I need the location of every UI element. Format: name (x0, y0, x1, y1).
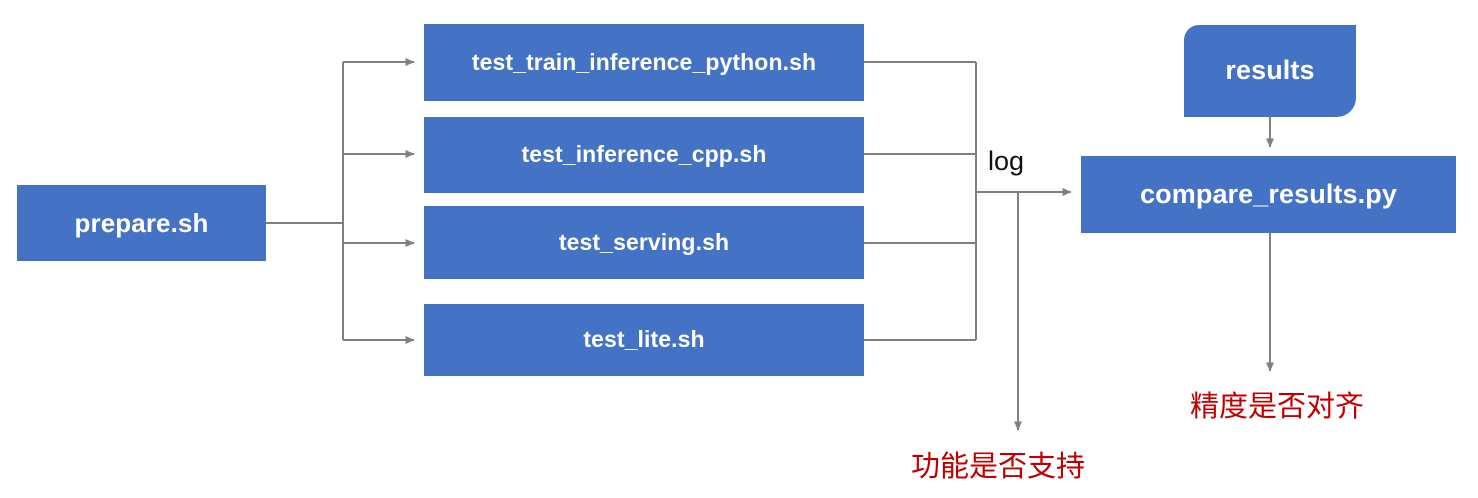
annotation-feature-support: 功能是否支持 (911, 449, 1086, 483)
node-test-inference-cpp-sh[interactable]: test_inference_cpp.sh (424, 117, 864, 193)
node-prepare-sh[interactable]: prepare.sh (17, 185, 266, 261)
edge-label-log: log (988, 146, 1025, 176)
node-compare-results-py[interactable]: compare_results.py (1081, 156, 1456, 233)
node-test-serving-sh[interactable]: test_serving.sh (424, 206, 864, 279)
annotation-accuracy-aligned: 精度是否对齐 (1190, 389, 1365, 423)
node-test-lite-sh[interactable]: test_lite.sh (424, 304, 864, 376)
node-results[interactable]: results (1184, 25, 1356, 117)
node-test-train-inference-python-sh[interactable]: test_train_inference_python.sh (424, 24, 864, 101)
